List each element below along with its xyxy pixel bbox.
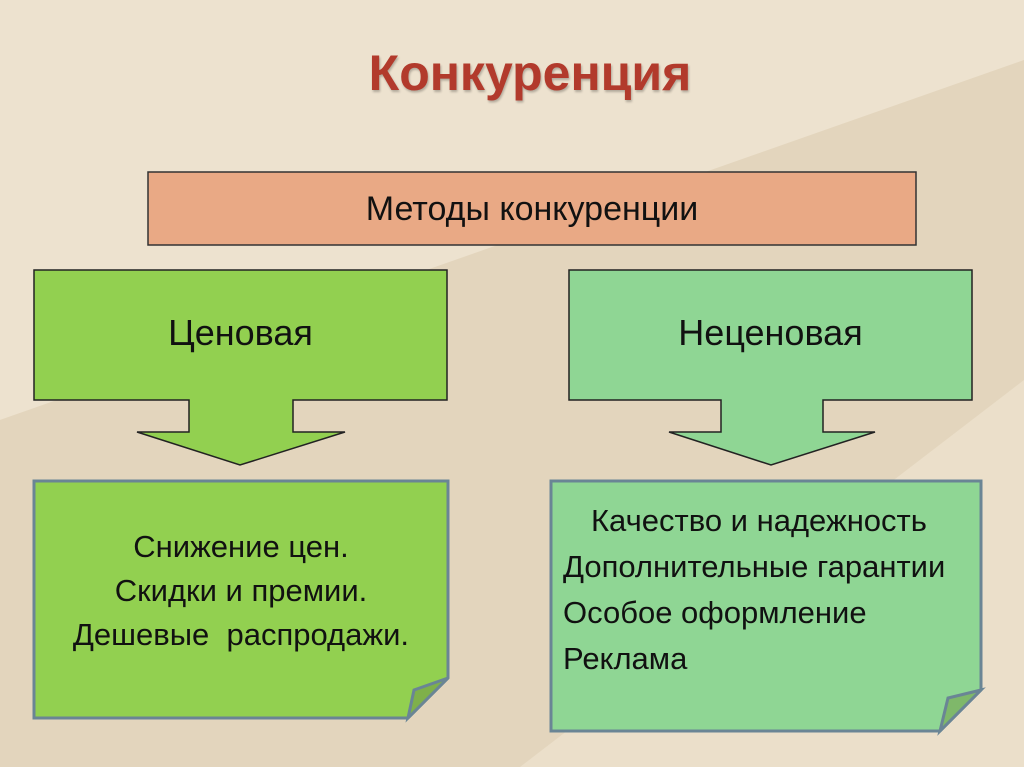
price-branch-label: Ценовая <box>168 312 313 353</box>
list-item: Скидки и премии. <box>114 573 368 608</box>
root-box <box>147 171 917 246</box>
nonprice-branch-label: Неценовая <box>678 312 863 353</box>
price-methods-list: Снижение цен. Скидки и премии. Дешевые р… <box>34 525 448 657</box>
price-arrow-box <box>33 269 448 466</box>
list-item: Дешевые распродажи. <box>72 617 410 652</box>
list-item: Качество и надежность <box>591 503 927 538</box>
price-note-fold-icon <box>405 676 450 723</box>
slide-title: Конкуренция <box>368 45 692 101</box>
list-item: Снижение цен. <box>133 529 349 564</box>
list-item: Реклама <box>563 641 688 676</box>
list-item: Дополнительные гарантии <box>563 549 946 584</box>
nonprice-methods-list: Качество и надежность Дополнительные гар… <box>551 498 981 682</box>
nonprice-arrow-box <box>568 269 973 466</box>
root-label: Методы конкуренции <box>365 190 699 228</box>
nonprice-note-fold-icon <box>937 687 986 736</box>
list-item: Особое оформление <box>563 595 867 630</box>
